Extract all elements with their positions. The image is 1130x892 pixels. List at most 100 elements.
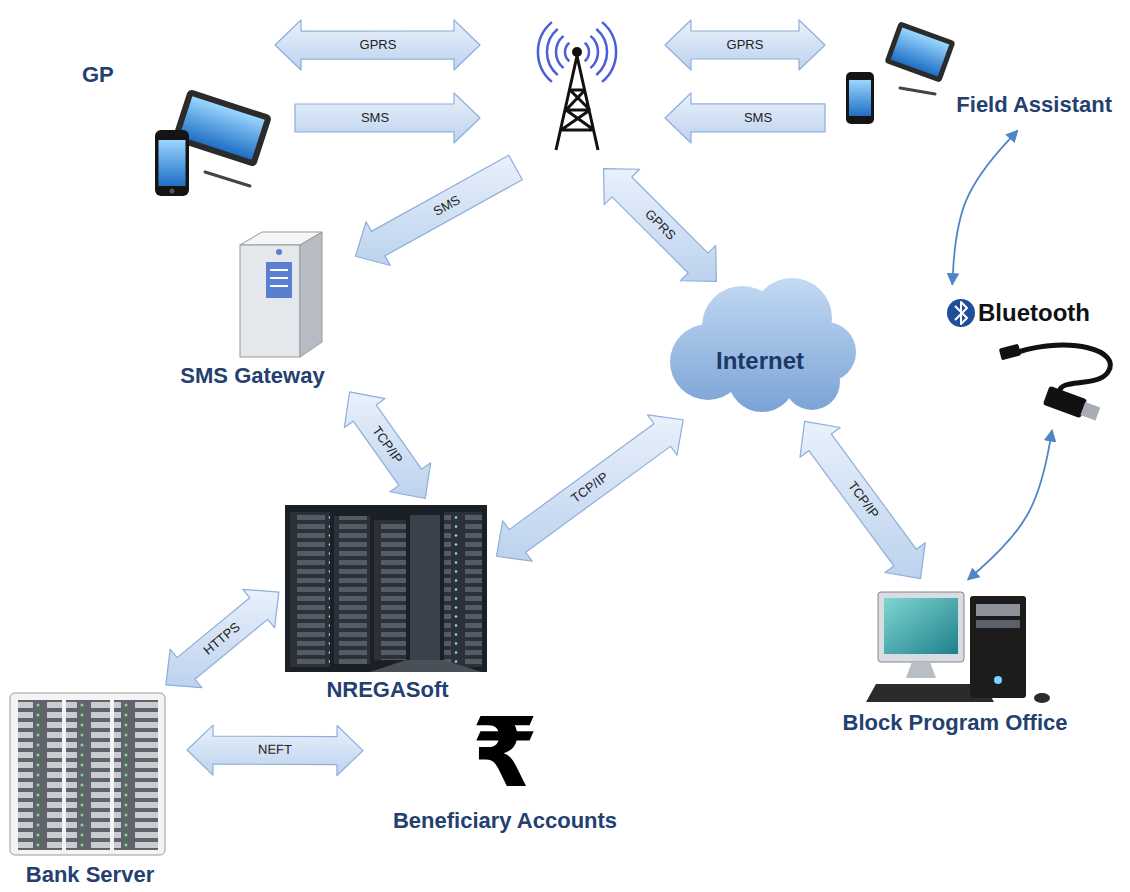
- sms-gateway: SMS Gateway: [160, 225, 345, 390]
- gp-device: [179, 96, 264, 159]
- cell-tower: [538, 22, 616, 82]
- bank-server: [114, 700, 158, 850]
- sms-gateway-server: [300, 232, 322, 357]
- bank-server: [66, 700, 110, 850]
- node-label: SMS Gateway: [180, 363, 324, 388]
- node-label: Beneficiary Accounts: [393, 808, 617, 833]
- internet-cloud: [695, 315, 835, 395]
- cell-tower: [556, 56, 598, 150]
- usb-cable: [1080, 402, 1100, 421]
- gp-device: [205, 172, 250, 186]
- node-label: Block Program Office: [843, 710, 1068, 735]
- server-room-photo: [290, 512, 330, 667]
- desktop-computer: [1034, 693, 1050, 703]
- field-assistant-device: [846, 21, 956, 124]
- rupee-symbol: ₹: [472, 705, 539, 801]
- node-label: Bluetooth: [978, 299, 1090, 327]
- block-arrow: [295, 93, 480, 143]
- edge-label: TCP/IP: [569, 470, 611, 506]
- sms-gateway-server: [276, 249, 282, 255]
- field-assistant-device: Field Assistant: [830, 20, 1120, 125]
- server-room-photo: [410, 515, 440, 660]
- edge-label: SMS: [744, 111, 772, 125]
- bank-server: Bank Server: [5, 690, 175, 890]
- internet-cloud: [670, 278, 856, 412]
- edge-label: TCP/IP: [844, 479, 880, 521]
- cell-tower: [602, 22, 616, 82]
- block-arrow: [355, 155, 522, 265]
- gp-device: [159, 140, 186, 186]
- server-room-photo: [444, 512, 482, 667]
- block-arrow: [496, 415, 683, 561]
- desktop-computer: [976, 604, 1020, 616]
- cell-tower: [538, 22, 552, 82]
- edge-label: SMS: [360, 111, 388, 125]
- cell-tower: [565, 43, 569, 61]
- bluetooth-logo: [955, 302, 967, 324]
- node-label: Internet: [716, 347, 804, 375]
- cell-tower: [572, 47, 582, 57]
- block-arrow: [275, 20, 480, 70]
- cell-tower: [596, 29, 607, 75]
- desktop-computer: [866, 592, 1050, 703]
- desktop-computer: [976, 620, 1020, 628]
- bank-server: [10, 693, 165, 855]
- desktop-computer: [906, 662, 936, 678]
- edge-label: GPRS: [727, 38, 764, 52]
- desktop-computer: [970, 596, 1026, 698]
- field-assistant-device: [891, 27, 950, 76]
- edge-label: SMS: [431, 192, 463, 218]
- desktop-computer: [878, 592, 964, 662]
- server-room-photo: [285, 505, 487, 672]
- bluetooth-logo: [947, 299, 975, 327]
- usb-cable: [1018, 345, 1110, 392]
- node-label: Bank Server: [26, 862, 154, 887]
- gp-device: GP: [60, 30, 275, 205]
- block-arrow: [604, 169, 717, 282]
- sms-gateway-server: [266, 262, 292, 298]
- block-arrow: [665, 93, 825, 143]
- cell-tower: [538, 22, 616, 150]
- bluetooth-logo: [947, 299, 975, 327]
- block-arrow: [187, 725, 363, 775]
- sms-gateway-server: [270, 285, 288, 287]
- node-label: Field Assistant: [956, 92, 1112, 117]
- edge-label: GPRS: [642, 207, 678, 243]
- block-arrow: [800, 421, 925, 578]
- server-room-photo: [334, 516, 370, 664]
- curved-arrow: [952, 131, 1017, 285]
- edge-label: HTTPS: [201, 619, 243, 657]
- gp-device: [170, 189, 175, 194]
- bank-server: [10, 693, 165, 855]
- server-room-photo: [374, 520, 406, 660]
- node-label: GP: [82, 62, 114, 87]
- cell-tower: [556, 36, 564, 68]
- field-assistant-device: [846, 72, 874, 124]
- usb-cable: [999, 344, 1111, 421]
- server-room-photo: [370, 660, 482, 672]
- server-room-photo: [285, 505, 487, 672]
- desktop-computer: [884, 598, 958, 654]
- cell-tower: [585, 43, 589, 61]
- bank-server: [18, 700, 62, 850]
- curved-arrow: [968, 430, 1052, 580]
- sms-gateway-server: [270, 269, 288, 271]
- edge-label: GPRS: [359, 38, 396, 52]
- cell-tower: [547, 29, 558, 75]
- field-assistant-device: [884, 21, 955, 83]
- usb-cable: [999, 344, 1021, 361]
- cell-tower: [490, 5, 660, 165]
- nregasoft-server: NREGASoft: [285, 505, 490, 705]
- edge-label: TCP/IP: [369, 424, 405, 466]
- block-arrow: [665, 20, 825, 70]
- block-arrow: [166, 589, 279, 687]
- sms-gateway-server: [270, 277, 288, 279]
- usb-cable: [1043, 386, 1087, 418]
- desktop-computer: [994, 676, 1002, 684]
- block-program-office: Block Program Office: [790, 585, 1120, 737]
- field-assistant-device: [884, 21, 955, 83]
- field-assistant-device: [849, 80, 871, 116]
